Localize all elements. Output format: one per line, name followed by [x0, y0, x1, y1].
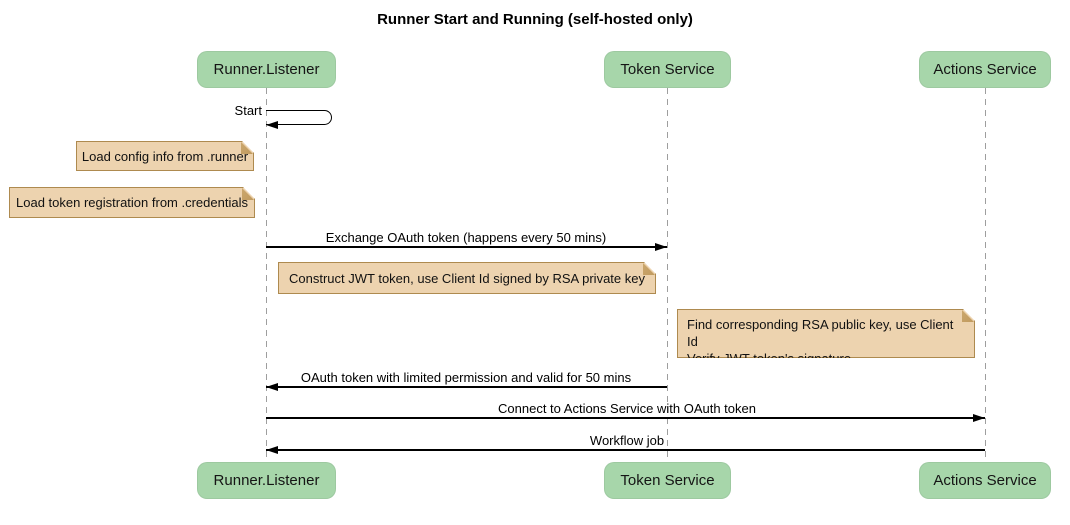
lifeline-actions-service: [985, 88, 986, 462]
message-label-exchange-oauth: Exchange OAuth token (happens every 50 m…: [325, 230, 607, 245]
arrowhead-left-icon: [266, 445, 278, 454]
note-text: Load token registration from .credential…: [16, 195, 248, 210]
note-load-token-registration: Load token registration from .credential…: [9, 187, 255, 218]
self-loop-line: [266, 110, 332, 125]
participant-label: Actions Service: [933, 472, 1037, 489]
note-construct-jwt: Construct JWT token, use Client Id signe…: [278, 262, 656, 294]
participant-actions-service-top: Actions Service: [919, 51, 1051, 88]
message-label-oauth-return: OAuth token with limited permission and …: [300, 370, 632, 385]
note-text: Load config info from .runner: [81, 148, 249, 164]
note-load-config: Load config info from .runner: [76, 141, 254, 171]
participant-runner-listener-bottom: Runner.Listener: [197, 462, 336, 499]
lifeline-runner-listener: [266, 88, 267, 462]
participant-label: Runner.Listener: [213, 61, 320, 78]
participant-label: Runner.Listener: [213, 472, 320, 489]
message-label-workflow-job: Workflow job: [589, 433, 665, 448]
arrowhead-right-icon: [973, 413, 985, 422]
lifeline-token-service: [667, 88, 668, 462]
note-text: Construct JWT token, use Client Id signe…: [289, 270, 645, 286]
participant-runner-listener-top: Runner.Listener: [197, 51, 336, 88]
message-line: [266, 417, 985, 419]
message-label-connect-actions: Connect to Actions Service with OAuth to…: [498, 401, 756, 416]
message-line: [266, 386, 667, 388]
participant-label: Token Service: [620, 472, 715, 489]
note-fold-corner: [962, 310, 974, 322]
note-verify-jwt: Find corresponding RSA public key, use C…: [677, 309, 975, 358]
participant-label: Actions Service: [933, 61, 1037, 78]
arrowhead-left-icon: [266, 382, 278, 391]
note-text-line: Verify JWT token's signature: [687, 351, 852, 366]
message-label-start: Start: [234, 103, 262, 118]
participant-actions-service-bottom: Actions Service: [919, 462, 1051, 499]
note-fold-corner: [242, 188, 254, 200]
diagram-title: Runner Start and Running (self-hosted on…: [377, 11, 693, 28]
participant-label: Token Service: [620, 61, 715, 78]
note-fold-corner: [643, 263, 655, 275]
participant-token-service-bottom: Token Service: [604, 462, 731, 499]
message-line: [266, 246, 667, 248]
note-text-line: Find corresponding RSA public key, use C…: [687, 317, 954, 349]
message-line: [266, 449, 985, 451]
note-fold-corner: [241, 142, 253, 154]
arrowhead-left-icon: [266, 120, 278, 129]
participant-token-service-top: Token Service: [604, 51, 731, 88]
arrowhead-right-icon: [655, 242, 667, 251]
